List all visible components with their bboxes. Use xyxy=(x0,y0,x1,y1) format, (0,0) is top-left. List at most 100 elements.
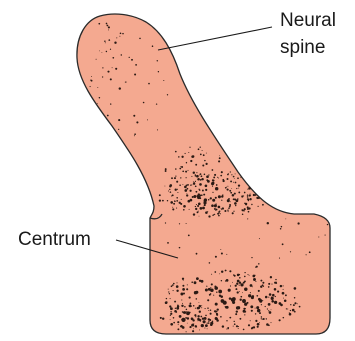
stipple-dot xyxy=(270,322,271,323)
stipple-dot xyxy=(201,280,204,283)
stipple-dot xyxy=(195,185,197,187)
stipple-dot xyxy=(177,321,179,323)
stipple-dot xyxy=(248,187,251,190)
stipple-dot xyxy=(289,312,290,313)
stipple-dot xyxy=(191,318,192,319)
stipple-dot xyxy=(177,189,178,190)
stipple-dot xyxy=(229,204,231,206)
stipple-dot xyxy=(200,207,203,210)
stipple-dot xyxy=(207,328,208,329)
stipple-dot xyxy=(239,277,241,279)
stipple-dot xyxy=(204,317,207,320)
stipple-dot xyxy=(237,177,239,179)
stipple-dot xyxy=(191,281,193,283)
stipple-dot xyxy=(172,194,174,196)
stipple-dot xyxy=(179,184,181,186)
stipple-dot xyxy=(240,177,241,178)
stipple-dot xyxy=(114,42,116,44)
stipple-dot xyxy=(205,189,207,191)
stipple-dot xyxy=(166,298,167,299)
stipple-dot xyxy=(218,215,220,217)
stipple-dot xyxy=(167,200,168,201)
stipple-dot xyxy=(287,308,288,309)
stipple-dot xyxy=(280,285,282,287)
stipple-dot xyxy=(293,304,295,306)
stipple-dot xyxy=(236,199,239,202)
stipple-dot xyxy=(265,306,266,307)
stipple-dot xyxy=(279,319,281,321)
stipple-dot xyxy=(195,174,196,175)
stipple-dot xyxy=(234,199,235,200)
stipple-dot xyxy=(201,324,204,327)
stipple-dot xyxy=(204,200,207,203)
stipple-dot xyxy=(231,188,232,189)
stipple-dot xyxy=(212,199,215,202)
stipple-dot xyxy=(299,306,301,308)
stipple-dot xyxy=(176,200,178,202)
stipple-dot xyxy=(265,296,268,299)
stipple-dot xyxy=(194,314,196,316)
stipple-dot xyxy=(242,292,243,293)
stipple-dot xyxy=(219,157,221,159)
stipple-dot xyxy=(208,199,210,201)
stipple-dot xyxy=(216,319,219,322)
stipple-dot xyxy=(256,306,259,309)
stipple-dot xyxy=(236,325,238,327)
stipple-dot xyxy=(201,175,203,177)
stipple-dot xyxy=(268,303,271,306)
stipple-dot xyxy=(253,194,255,196)
stipple-dot xyxy=(290,251,291,252)
stipple-dot xyxy=(232,212,234,214)
stipple-dot xyxy=(199,329,200,330)
stipple-dot xyxy=(226,254,227,255)
stipple-dot xyxy=(175,189,177,191)
stipple-dot xyxy=(201,307,202,308)
stipple-dot xyxy=(196,172,197,173)
stipple-dot xyxy=(105,42,106,43)
stipple-dot xyxy=(197,178,200,181)
stipple-dot xyxy=(250,292,251,293)
stipple-dot xyxy=(174,322,175,323)
stipple-dot xyxy=(198,193,200,195)
stipple-dot xyxy=(243,329,245,331)
stipple-dot xyxy=(269,311,272,314)
stipple-dot xyxy=(185,171,187,173)
stipple-dot xyxy=(216,184,218,186)
stipple-dot xyxy=(176,285,179,288)
stipple-dot xyxy=(221,270,223,272)
stipple-dot xyxy=(214,271,216,273)
stipple-dot xyxy=(183,209,185,211)
stipple-dot xyxy=(201,178,203,180)
stipple-dot xyxy=(235,313,237,315)
stipple-dot xyxy=(220,175,222,177)
stipple-dot xyxy=(229,206,231,208)
stipple-dot xyxy=(263,318,265,320)
stipple-dot xyxy=(218,290,222,294)
stipple-dot xyxy=(102,52,103,53)
stipple-dot xyxy=(157,129,158,130)
stipple-dot xyxy=(176,307,179,310)
stipple-dot xyxy=(164,186,165,187)
stipple-dot xyxy=(199,216,200,217)
stipple-dot xyxy=(181,305,183,307)
stipple-dot xyxy=(187,193,188,194)
stipple-dot xyxy=(170,323,173,326)
stipple-dot xyxy=(198,189,199,190)
stipple-dot xyxy=(220,316,222,318)
stipple-dot xyxy=(193,305,195,307)
stipple-dot xyxy=(294,287,297,290)
stipple-dot xyxy=(173,203,175,205)
stipple-dot xyxy=(248,324,250,326)
stipple-dot xyxy=(139,38,141,40)
stipple-dot xyxy=(285,294,287,296)
stipple-dot xyxy=(91,80,93,82)
stipple-dot xyxy=(255,308,256,309)
stipple-dot xyxy=(214,208,216,210)
stipple-dot xyxy=(178,156,180,158)
stipple-dot xyxy=(176,181,178,183)
stipple-dot xyxy=(170,191,172,193)
stipple-dot xyxy=(218,211,220,213)
stipple-dot xyxy=(236,283,238,285)
stipple-dot xyxy=(208,322,210,324)
stipple-dot xyxy=(290,304,291,305)
